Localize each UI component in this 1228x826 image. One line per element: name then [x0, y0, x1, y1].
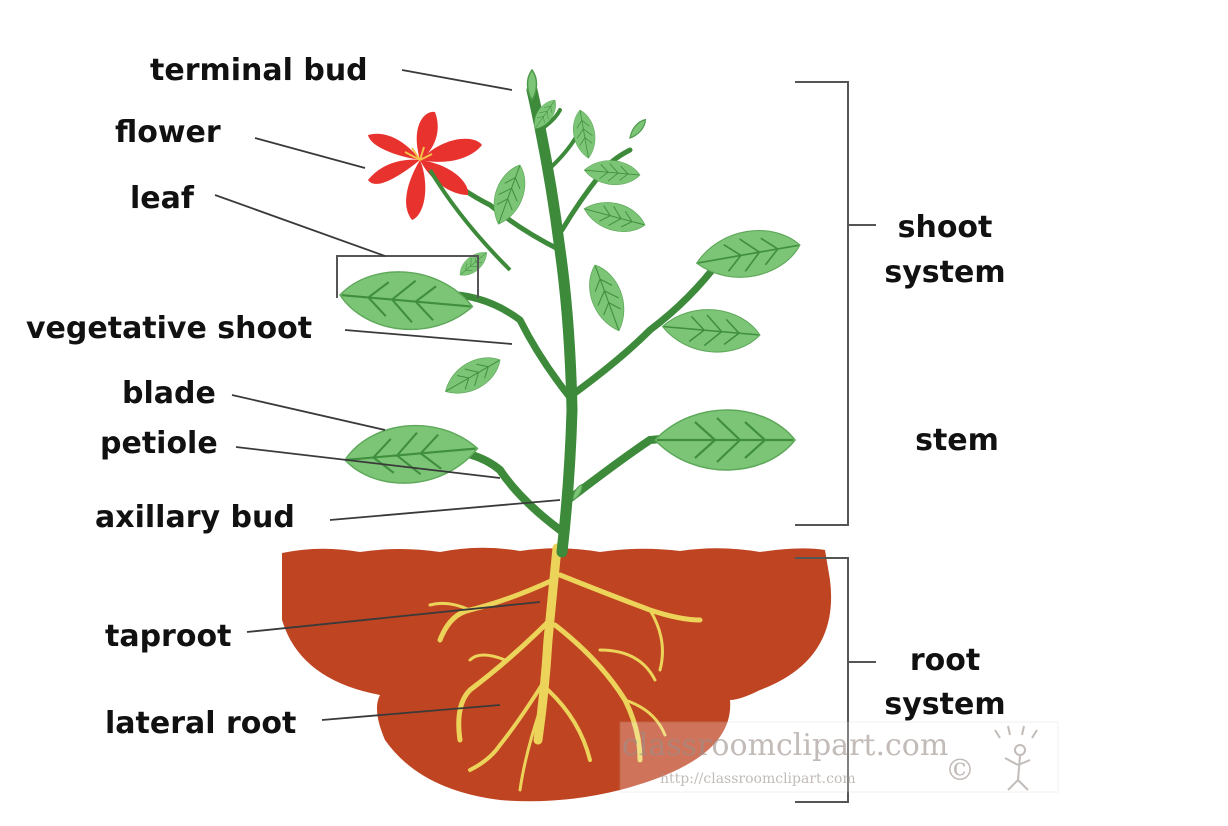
leaf-icon	[438, 347, 508, 404]
leaf-icon	[454, 246, 492, 282]
watermark-text: classroomclipart.com	[622, 728, 948, 763]
label-taproot: taproot	[105, 619, 231, 654]
copyright-icon: ©	[945, 753, 975, 788]
root-system-bracket	[795, 557, 849, 803]
label-stem: stem	[915, 423, 999, 458]
bud-icon	[626, 116, 649, 141]
flower-icon	[368, 111, 512, 272]
label-shoot-system-line1: shoot	[898, 210, 993, 245]
label-blade: blade	[122, 376, 216, 411]
leaf-bracket	[336, 255, 479, 298]
leaf-icon	[580, 195, 649, 239]
label-petiole: petiole	[100, 426, 218, 461]
leaf-icon	[653, 408, 797, 472]
label-root-system-line2: system	[884, 687, 1005, 722]
leaf-icon	[569, 107, 600, 161]
leaf-icon	[580, 259, 634, 337]
shoot-system-bracket	[795, 81, 849, 526]
label-shoot-system-line2: system	[884, 255, 1005, 290]
watermark-figure-icon	[994, 725, 1038, 791]
label-vegetative-shoot: vegetative shoot	[26, 311, 312, 346]
system-brackets	[795, 81, 876, 803]
leader-lines	[214, 69, 561, 721]
label-terminal-bud: terminal bud	[150, 53, 368, 88]
label-root-system-line1: root	[910, 643, 980, 678]
labels: terminal bud flower leaf vegetative shoo…	[26, 53, 1006, 741]
leaf-icon	[336, 265, 477, 337]
label-flower: flower	[115, 115, 221, 150]
leaf-icon	[341, 418, 482, 490]
watermark-url: http://classroomclipart.com	[660, 771, 856, 787]
label-axillary-bud: axillary bud	[95, 500, 295, 535]
label-lateral-root: lateral root	[105, 706, 296, 741]
soil	[282, 547, 832, 802]
label-leaf: leaf	[130, 181, 195, 216]
watermark: classroomclipart.com http://classroomcli…	[619, 721, 1059, 793]
root-system-roots	[428, 543, 703, 792]
